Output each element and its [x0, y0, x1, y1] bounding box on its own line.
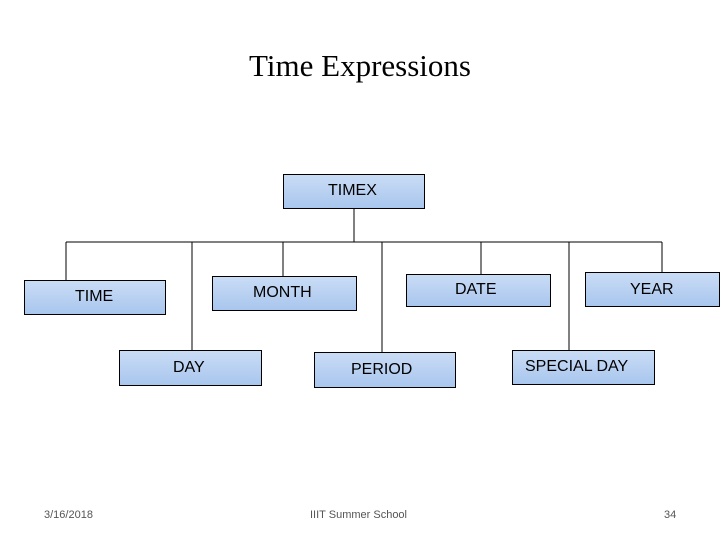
- footer-date: 3/16/2018: [44, 509, 93, 521]
- node-date-label: DATE: [455, 281, 497, 298]
- footer-center-text: IIIT Summer School: [310, 509, 407, 521]
- node-day-label: DAY: [173, 359, 205, 376]
- node-time: TIME: [24, 280, 166, 315]
- node-timex-label: TIMEX: [328, 182, 377, 199]
- page-number: 34: [664, 509, 677, 521]
- node-time-label: TIME: [75, 288, 114, 305]
- node-year: YEAR: [585, 272, 720, 307]
- node-day: DAY: [119, 350, 262, 386]
- node-date: DATE: [406, 274, 551, 307]
- node-special-day-label: SPECIAL DAY: [525, 358, 629, 375]
- node-timex: TIMEX: [283, 174, 425, 209]
- node-month-label: MONTH: [253, 284, 312, 301]
- node-period: PERIOD: [314, 352, 456, 388]
- node-year-label: YEAR: [630, 281, 674, 298]
- node-month: MONTH: [212, 276, 357, 311]
- node-special-day: SPECIAL DAY: [512, 350, 655, 385]
- slide-title: Time Expressions: [249, 48, 471, 83]
- node-period-label: PERIOD: [351, 361, 413, 378]
